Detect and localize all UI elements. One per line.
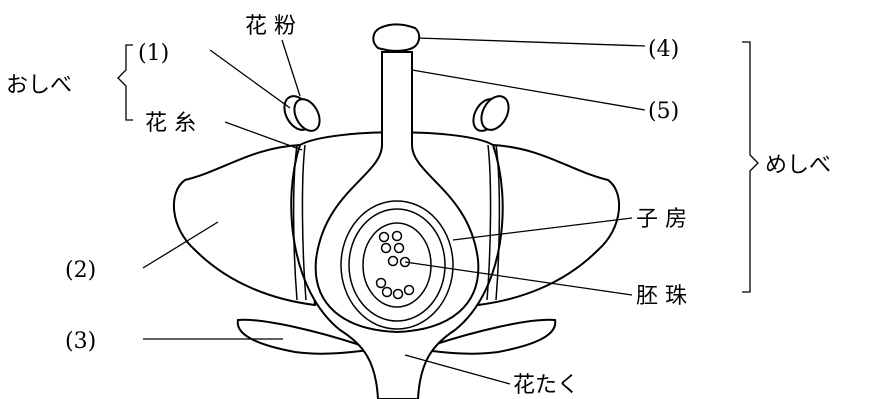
leader-4 (417, 37, 646, 47)
label-1: (1) (138, 41, 169, 66)
leader-katak (404, 354, 511, 385)
label-shibou: 子 房 (636, 207, 687, 232)
leader-haishu (404, 261, 633, 296)
filament-left-b (301, 144, 307, 301)
filament-right-b (486, 144, 492, 301)
mesibe-bracket (742, 41, 759, 293)
label-kashi: 花 糸 (145, 111, 196, 136)
ovule (378, 231, 390, 243)
petal-left (172, 143, 317, 307)
petal-right (476, 143, 621, 307)
pistil (314, 51, 480, 334)
label-2: (2) (65, 258, 96, 283)
ovule (393, 242, 405, 254)
ovary-ring-inner (362, 222, 432, 308)
ovary-ring-middle (348, 208, 446, 322)
label-mesibe: めしべ (765, 153, 831, 178)
leader-kashi (224, 121, 303, 151)
oshibe-bracket (117, 44, 133, 121)
filament-left (292, 144, 298, 301)
label-3: (3) (65, 329, 96, 354)
ovule (392, 288, 404, 300)
anther-left (283, 95, 321, 132)
label-5: (5) (648, 99, 679, 124)
label-kafun: 花 粉 (245, 14, 296, 39)
sepal-left (236, 318, 374, 355)
ovule (380, 242, 392, 254)
leader-shibou (452, 217, 633, 241)
filament-right (495, 144, 501, 301)
leader-1 (209, 49, 291, 109)
label-katak: 花たく (513, 373, 579, 398)
ovule (387, 255, 399, 267)
label-haishu: 胚 珠 (636, 284, 687, 309)
ovary-ring-outer (340, 200, 454, 330)
sepal-right (419, 318, 557, 355)
anther-right (472, 95, 510, 132)
label-4: (4) (648, 37, 679, 62)
label-oshibe: おしべ (6, 73, 72, 98)
ovule (375, 277, 387, 289)
ovule (391, 230, 403, 242)
leader-kafun (281, 39, 301, 97)
ovules (375, 230, 415, 300)
ovule (381, 286, 393, 298)
ovule (403, 284, 415, 296)
leader-5 (411, 69, 646, 111)
stigma (372, 23, 421, 52)
leader-2 (142, 221, 219, 269)
